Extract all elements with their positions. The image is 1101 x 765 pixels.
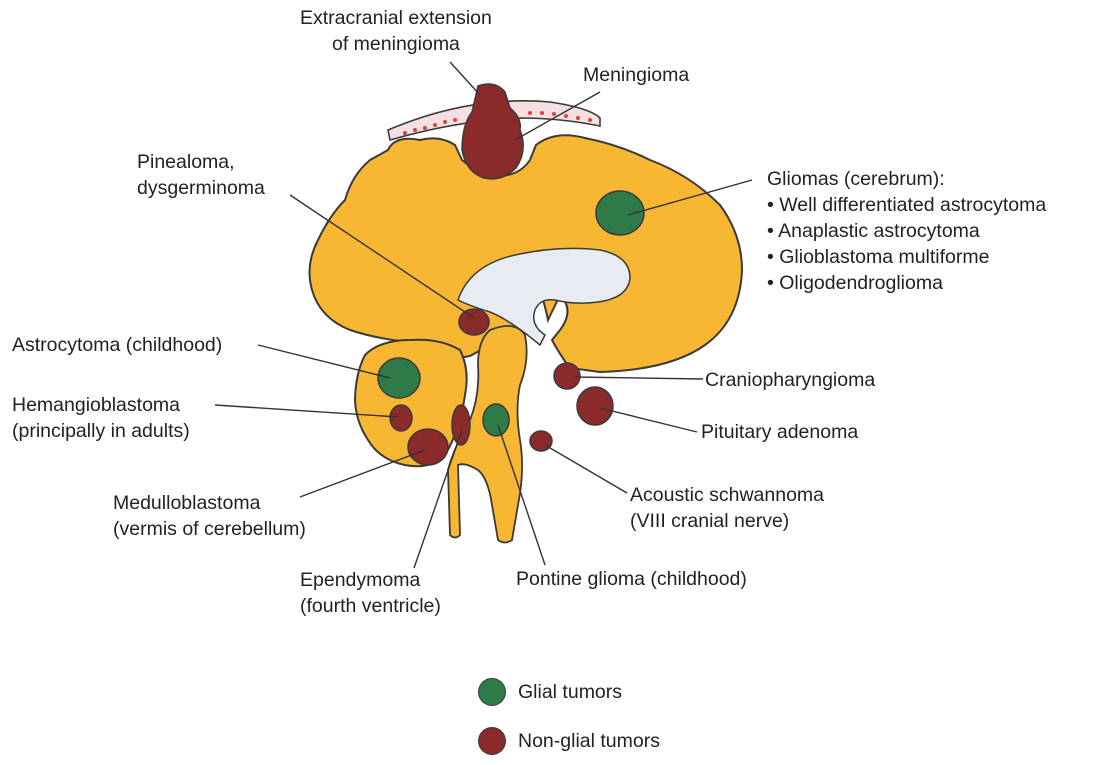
leader-medulloblastoma — [300, 450, 425, 497]
label-pituitary: Pituitary adenoma — [701, 419, 858, 445]
label-meningioma: Meningioma — [583, 62, 689, 88]
craniopharyngioma-tumor — [554, 363, 580, 389]
nonglial-swatch-icon — [478, 727, 506, 755]
leader-pituitary — [600, 408, 697, 432]
glial-swatch-icon — [478, 678, 506, 706]
label-ependymoma: Ependymoma (fourth ventricle) — [300, 567, 441, 619]
legend-label-glial: Glial tumors — [518, 679, 622, 705]
legend-label-nonglial: Non-glial tumors — [518, 728, 660, 754]
acoustic-schwannoma-tumor — [530, 431, 552, 451]
label-craniopharyngioma: Craniopharyngioma — [705, 367, 875, 393]
legend-item-nonglial: Non-glial tumors — [478, 727, 660, 755]
ependymoma-tumor — [452, 405, 470, 445]
label-medulloblastoma: Medulloblastoma (vermis of cerebellum) — [113, 490, 306, 542]
label-pontine: Pontine glioma (childhood) — [516, 566, 747, 592]
astrocytoma-tumor — [378, 358, 420, 398]
leader-extracranial — [450, 62, 480, 95]
pontine-glioma-tumor — [483, 404, 509, 436]
leader-craniopharyngioma — [575, 377, 703, 379]
leader-acoustic — [545, 445, 627, 493]
label-pinealoma: Pinealoma, dysgerminoma — [137, 149, 265, 201]
pinealoma-tumor — [459, 309, 489, 335]
label-gliomas: Gliomas (cerebrum): • Well differentiate… — [767, 166, 1046, 296]
label-astrocytoma: Astrocytoma (childhood) — [12, 332, 222, 358]
medulloblastoma-tumor — [408, 429, 448, 465]
label-hemangioblastoma: Hemangioblastoma (principally in adults) — [12, 392, 190, 444]
pituitary-adenoma-tumor — [577, 387, 613, 425]
hemangioblastoma-tumor — [390, 405, 412, 431]
legend-item-glial: Glial tumors — [478, 678, 622, 706]
meningioma-tumor — [462, 84, 523, 179]
label-extracranial: Extracranial extension of meningioma — [300, 5, 492, 57]
label-acoustic: Acoustic schwannoma (VIII cranial nerve) — [630, 482, 824, 534]
